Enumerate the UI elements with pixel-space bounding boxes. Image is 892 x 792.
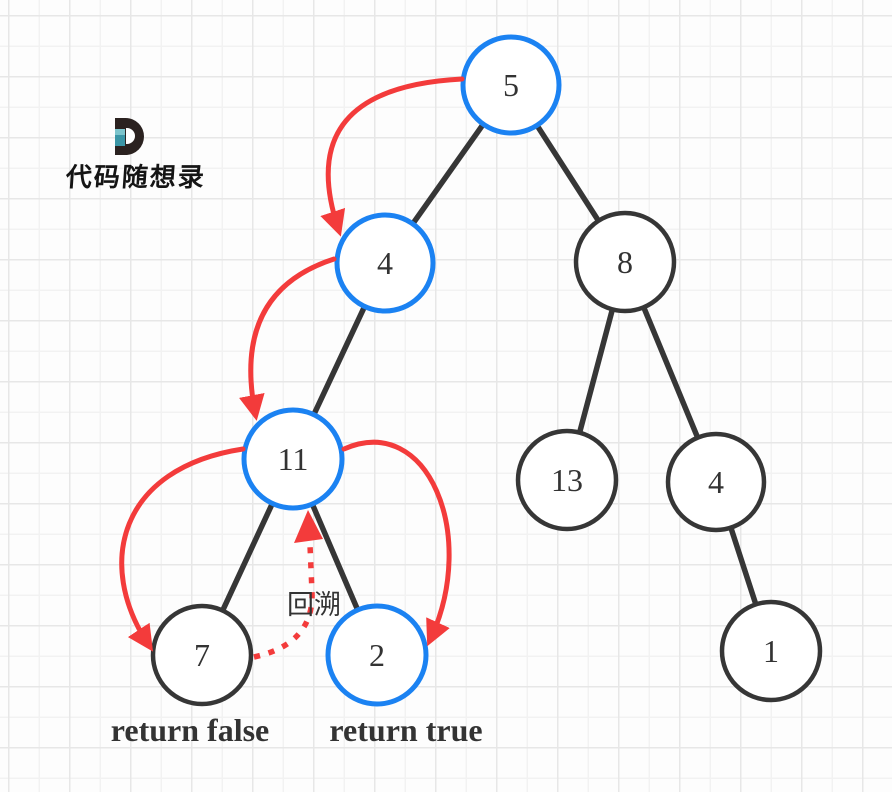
tree-node-4-right: 4 (665, 431, 767, 533)
node-value: 13 (551, 462, 583, 498)
backtrack-label: 回溯 (287, 590, 341, 620)
traversal-arrow-5-to-4 (320, 76, 465, 237)
tree-edges (199, 83, 774, 657)
return-false-label: return false (111, 712, 269, 748)
node-value: 8 (617, 244, 633, 280)
traversal-arrow-4-to-11 (239, 256, 337, 421)
tree-node-5: 5 (460, 34, 562, 136)
backtrack-arrowhead-icon (294, 510, 323, 543)
brand-d-icon (115, 118, 144, 155)
tree-node-1: 1 (719, 599, 823, 703)
tree-node-11: 11 (241, 407, 345, 511)
node-value: 4 (377, 245, 393, 281)
node-value: 1 (763, 633, 779, 669)
node-value: 7 (194, 637, 210, 673)
return-true-label: return true (329, 712, 482, 748)
traversal-arrow-11-to-7 (119, 446, 246, 652)
node-value: 2 (369, 637, 385, 673)
node-value: 4 (708, 464, 724, 500)
tree-node-13: 13 (515, 428, 619, 532)
traversal-arrow-11-to-2 (341, 439, 452, 647)
backtrack-arrow (253, 544, 315, 660)
tree-node-8: 8 (573, 210, 677, 314)
tree-node-7: 7 (150, 603, 254, 707)
node-value: 11 (278, 441, 309, 477)
brand-logo: 代码随想录 (65, 118, 226, 194)
tree-node-2: 2 (325, 603, 429, 707)
tree-nodes: 5 4 8 11 13 4 (150, 34, 823, 707)
tree-node-4-left: 4 (334, 212, 436, 314)
traversal-arrows (119, 76, 465, 660)
node-value: 5 (503, 67, 519, 103)
